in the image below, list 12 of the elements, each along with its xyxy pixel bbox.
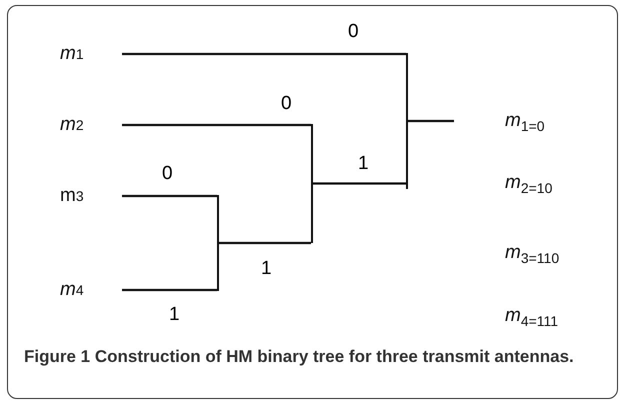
code-label: m$_{4=111}$ <box>505 305 558 329</box>
tree-branch-line <box>219 242 311 244</box>
figure-caption: Figure 1 Construction of HM binary tree for three transmit antennas. <box>24 346 575 368</box>
tree-branch-line <box>122 124 311 126</box>
code-label: m$_{2=10}$ <box>505 172 552 196</box>
tree-branch-line <box>408 120 454 122</box>
code-label: m$_{1=0}$ <box>505 110 545 134</box>
tree-branch-line <box>313 182 406 185</box>
tree-branch-line <box>122 52 406 56</box>
tree-branch-line <box>122 194 217 198</box>
tree-branch-line <box>122 288 217 292</box>
code-label: m$_{3=110}$ <box>505 242 560 266</box>
